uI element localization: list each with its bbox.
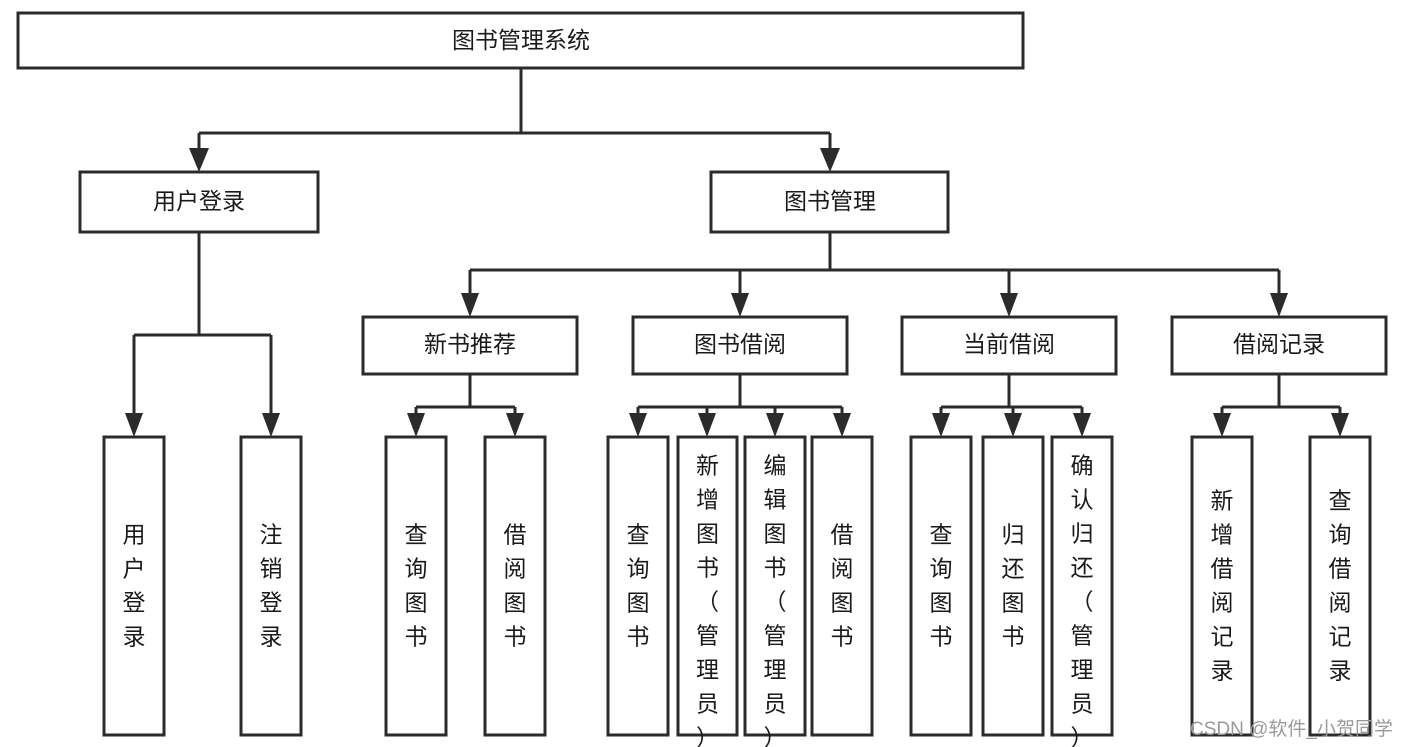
node-book-borrow[interactable]: 图书借阅: [631, 315, 849, 376]
arrow-user-login-leaf-1: [125, 413, 143, 437]
node-leaf-add-record-box[interactable]: [1190, 435, 1254, 737]
arrow-borrow-record-leaf-1: [1213, 413, 1231, 437]
node-leaf-edit-book-admin-box[interactable]: [743, 435, 807, 737]
node-leaf-borrow-book-1[interactable]: [483, 435, 547, 737]
node-leaf-query-book-3[interactable]: [909, 435, 973, 737]
node-leaf-return-book[interactable]: [981, 435, 1045, 737]
node-book-borrow-label: 图书借阅: [694, 331, 786, 357]
node-leaf-add-record[interactable]: [1190, 435, 1254, 737]
node-leaf-confirm-return-box[interactable]: [1050, 435, 1114, 737]
node-new-book-recommend-box[interactable]: [361, 315, 579, 376]
node-leaf-query-book-2-label: 查询图书: [627, 521, 650, 649]
node-leaf-confirm-return[interactable]: [1050, 435, 1114, 737]
node-book-manage-box[interactable]: [709, 170, 950, 234]
node-user-login[interactable]: 用户登录: [78, 170, 320, 234]
node-user-login-label: 用户登录: [153, 188, 245, 214]
node-leaf-query-book-3-box[interactable]: [909, 435, 973, 737]
node-leaf-return-book-label: 归还图书: [1002, 521, 1025, 649]
node-leaf-edit-book-admin[interactable]: [743, 435, 807, 737]
leaf-label-layer: 用户登录 注销登录 查询图书 借阅图书 查询图书 新增图书（管理员） 编辑图书（管理员） 借阅…: [123, 452, 1352, 747]
node-leaf-query-record-label: 查询借阅记录: [1329, 487, 1352, 683]
node-leaf-borrow-book-2-box[interactable]: [810, 435, 874, 737]
node-leaf-query-book-2-box[interactable]: [606, 435, 670, 737]
connector-layer: [125, 68, 1349, 437]
node-leaf-query-book-1[interactable]: [384, 435, 448, 737]
node-leaf-query-book-2[interactable]: [606, 435, 670, 737]
arrow-book-borrow-leaf-2: [698, 413, 716, 437]
node-borrow-record-box[interactable]: [1170, 315, 1388, 376]
node-root[interactable]: 图书管理系统: [16, 11, 1025, 70]
arrow-root-to-user-login: [189, 148, 209, 172]
arrow-borrow-record-leaf-2: [1331, 413, 1349, 437]
node-new-book-recommend-label: 新书推荐: [424, 331, 516, 357]
node-user-login-box[interactable]: [78, 170, 320, 234]
node-leaf-borrow-book-1-label: 借阅图书: [504, 521, 527, 649]
node-book-manage[interactable]: 图书管理: [709, 170, 950, 234]
node-leaf-query-book-3-label: 查询图书: [930, 521, 953, 649]
arrow-current-borrow-leaf-1: [932, 413, 950, 437]
arrow-to-book-borrow: [731, 293, 749, 317]
arrow-to-borrow-record: [1270, 293, 1288, 317]
node-leaf-query-record[interactable]: [1308, 435, 1372, 737]
node-leaf-borrow-book-1-box[interactable]: [483, 435, 547, 737]
node-leaf-return-book-box[interactable]: [981, 435, 1045, 737]
node-leaf-user-logout-box[interactable]: [239, 435, 303, 737]
arrow-book-borrow-leaf-4: [833, 413, 851, 437]
arrow-to-current-borrow: [1000, 293, 1018, 317]
arrow-user-login-leaf-2: [262, 413, 280, 437]
arrow-new-book-leaf-2: [506, 413, 524, 437]
node-new-book-recommend[interactable]: 新书推荐: [361, 315, 579, 376]
node-current-borrow-label: 当前借阅: [963, 331, 1055, 357]
arrow-root-to-book-manage: [820, 148, 840, 172]
node-leaf-borrow-book-2[interactable]: [810, 435, 874, 737]
arrow-book-borrow-leaf-3: [766, 413, 784, 437]
arrow-current-borrow-leaf-2: [1004, 413, 1022, 437]
node-leaf-query-book-1-label: 查询图书: [405, 521, 428, 649]
node-leaf-add-book-admin[interactable]: [676, 435, 739, 737]
node-leaf-confirm-return-label: 确认归还（管理员）: [1071, 452, 1094, 747]
node-leaf-user-logout[interactable]: [239, 435, 303, 737]
node-leaf-add-book-admin-box[interactable]: [676, 435, 739, 737]
node-leaf-add-book-admin-label: 新增图书（管理员）: [696, 452, 719, 747]
node-leaf-user-login-label: 用户登录: [123, 521, 146, 649]
arrow-book-borrow-leaf-1: [629, 413, 647, 437]
node-leaf-user-login-box[interactable]: [102, 435, 166, 737]
node-leaf-user-login[interactable]: [102, 435, 166, 737]
arrow-to-new-book-recommend: [461, 293, 479, 317]
node-leaf-borrow-book-2-label: 借阅图书: [831, 521, 854, 649]
node-borrow-record[interactable]: 借阅记录: [1170, 315, 1388, 376]
node-current-borrow[interactable]: 当前借阅: [900, 315, 1118, 376]
node-leaf-user-logout-label: 注销登录: [260, 521, 283, 649]
arrow-new-book-leaf-1: [407, 413, 425, 437]
node-leaf-query-book-1-box[interactable]: [384, 435, 448, 737]
node-leaf-query-record-box[interactable]: [1308, 435, 1372, 737]
node-current-borrow-box[interactable]: [900, 315, 1118, 376]
node-book-manage-label: 图书管理: [784, 188, 876, 214]
node-book-borrow-box[interactable]: [631, 315, 849, 376]
node-root-box[interactable]: [16, 11, 1025, 70]
arrow-current-borrow-leaf-3: [1073, 413, 1091, 437]
node-leaf-add-record-label: 新增借阅记录: [1211, 487, 1234, 683]
node-leaf-edit-book-admin-label: 编辑图书（管理员）: [764, 452, 787, 747]
node-root-label: 图书管理系统: [452, 27, 590, 53]
node-borrow-record-label: 借阅记录: [1233, 331, 1325, 357]
